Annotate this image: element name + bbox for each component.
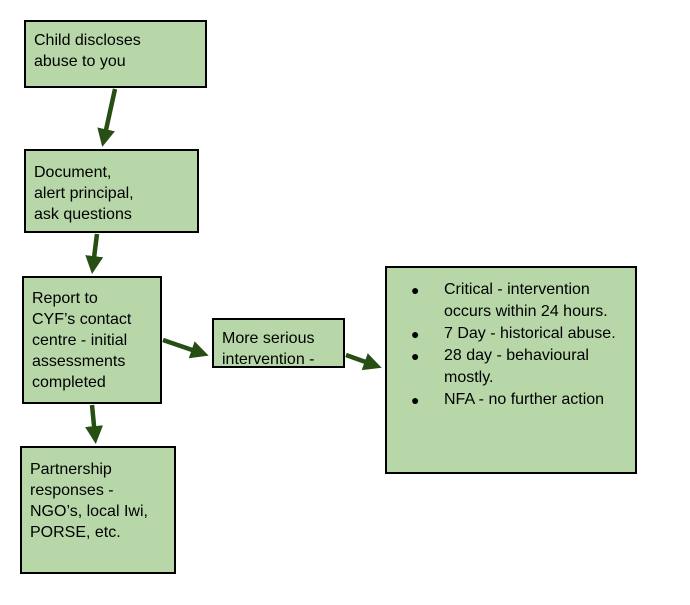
outcome-item: ● 28 day - behavioural mostly. bbox=[397, 345, 625, 389]
bullet-icon: ● bbox=[411, 348, 420, 364]
node-partnership: Partnership responses - NGO’s, local Iwi… bbox=[20, 446, 176, 574]
arrow-report-to-partnership bbox=[85, 404, 104, 445]
outcome-text: Critical - intervention occurs within 24… bbox=[444, 281, 608, 320]
bullet-icon: ● bbox=[411, 282, 420, 298]
outcome-item: ● Critical - intervention occurs within … bbox=[397, 279, 625, 323]
arrow-report-to-more-serious bbox=[162, 337, 209, 359]
node-child-discloses: Child discloses abuse to you bbox=[24, 20, 207, 88]
node-report: Report to CYF’s contact centre - initial… bbox=[22, 276, 162, 404]
node-outcomes: ● Critical - intervention occurs within … bbox=[385, 266, 637, 474]
arrow-disclose-to-document bbox=[97, 88, 118, 147]
arrow-more-serious-to-outcomes bbox=[345, 352, 382, 371]
outcome-text: 28 day - behavioural mostly. bbox=[444, 347, 589, 386]
outcome-item: ● NFA - no further action bbox=[397, 389, 625, 411]
bullet-icon: ● bbox=[411, 392, 420, 408]
arrow-document-to-report bbox=[85, 233, 104, 275]
outcome-text: 7 Day - historical abuse. bbox=[444, 325, 616, 342]
outcome-item: ● 7 Day - historical abuse. bbox=[397, 323, 625, 345]
outcome-text: NFA - no further action bbox=[444, 391, 605, 408]
node-more-serious: More serious intervention - bbox=[212, 318, 345, 368]
outcomes-list: ● Critical - intervention occurs within … bbox=[397, 279, 625, 411]
bullet-icon: ● bbox=[411, 326, 420, 342]
node-document: Document, alert principal, ask questions bbox=[24, 149, 199, 233]
